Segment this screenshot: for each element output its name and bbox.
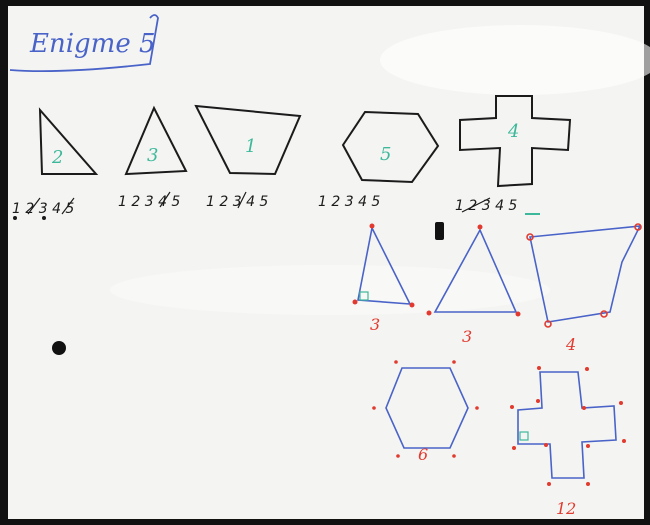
count-label: 12	[556, 499, 576, 518]
top-digit: 1	[245, 136, 256, 157]
top-shape-trapezoid: 1	[194, 104, 302, 176]
bottom-shape-cross: 12	[510, 366, 626, 518]
bottom-shape-right-triangle: 3	[352, 223, 415, 334]
choices-label: 1 2 3 4 5	[12, 201, 74, 217]
dot	[42, 216, 46, 220]
choice-strikes	[27, 191, 491, 215]
choices-label: 1 2 3 4 5	[118, 194, 180, 210]
top-digit: 4	[507, 121, 519, 142]
top-digit: 3	[147, 145, 158, 166]
count-label: 3	[462, 327, 472, 346]
title-underline-box	[9, 14, 159, 73]
title: Enigme 5	[29, 29, 156, 59]
magnet-dot	[52, 341, 66, 355]
top-shape-hexagon: 5	[341, 110, 440, 184]
choices-label: 1 2 3 4 5	[455, 198, 517, 214]
top-digit: 2	[51, 147, 63, 168]
bottom-shape-quadrilateral: 4	[526, 223, 642, 354]
dot	[13, 216, 17, 220]
count-label: 3	[370, 315, 380, 334]
top-choices: 1 2 3 4 5 1 2 3 4 5 1 2 3 4 5 1 2 3 4 5 …	[12, 194, 517, 217]
top-shape-cross: 4	[459, 95, 572, 188]
choices-label: 1 2 3 4 5	[318, 194, 380, 210]
top-shape-triangle: 3	[124, 105, 188, 176]
count-label: 4	[565, 335, 576, 354]
glare	[110, 265, 550, 315]
top-digit: 5	[380, 144, 391, 165]
bottom-shape-hexagon: 6	[372, 360, 479, 464]
count-label: 6	[418, 445, 428, 464]
choices-label: 1 2 3 4 5	[206, 194, 268, 210]
magnet	[435, 222, 444, 240]
top-shape-right-triangle: 2	[38, 107, 99, 175]
glare	[380, 25, 650, 95]
bottom-shape-triangle: 3	[426, 224, 521, 346]
